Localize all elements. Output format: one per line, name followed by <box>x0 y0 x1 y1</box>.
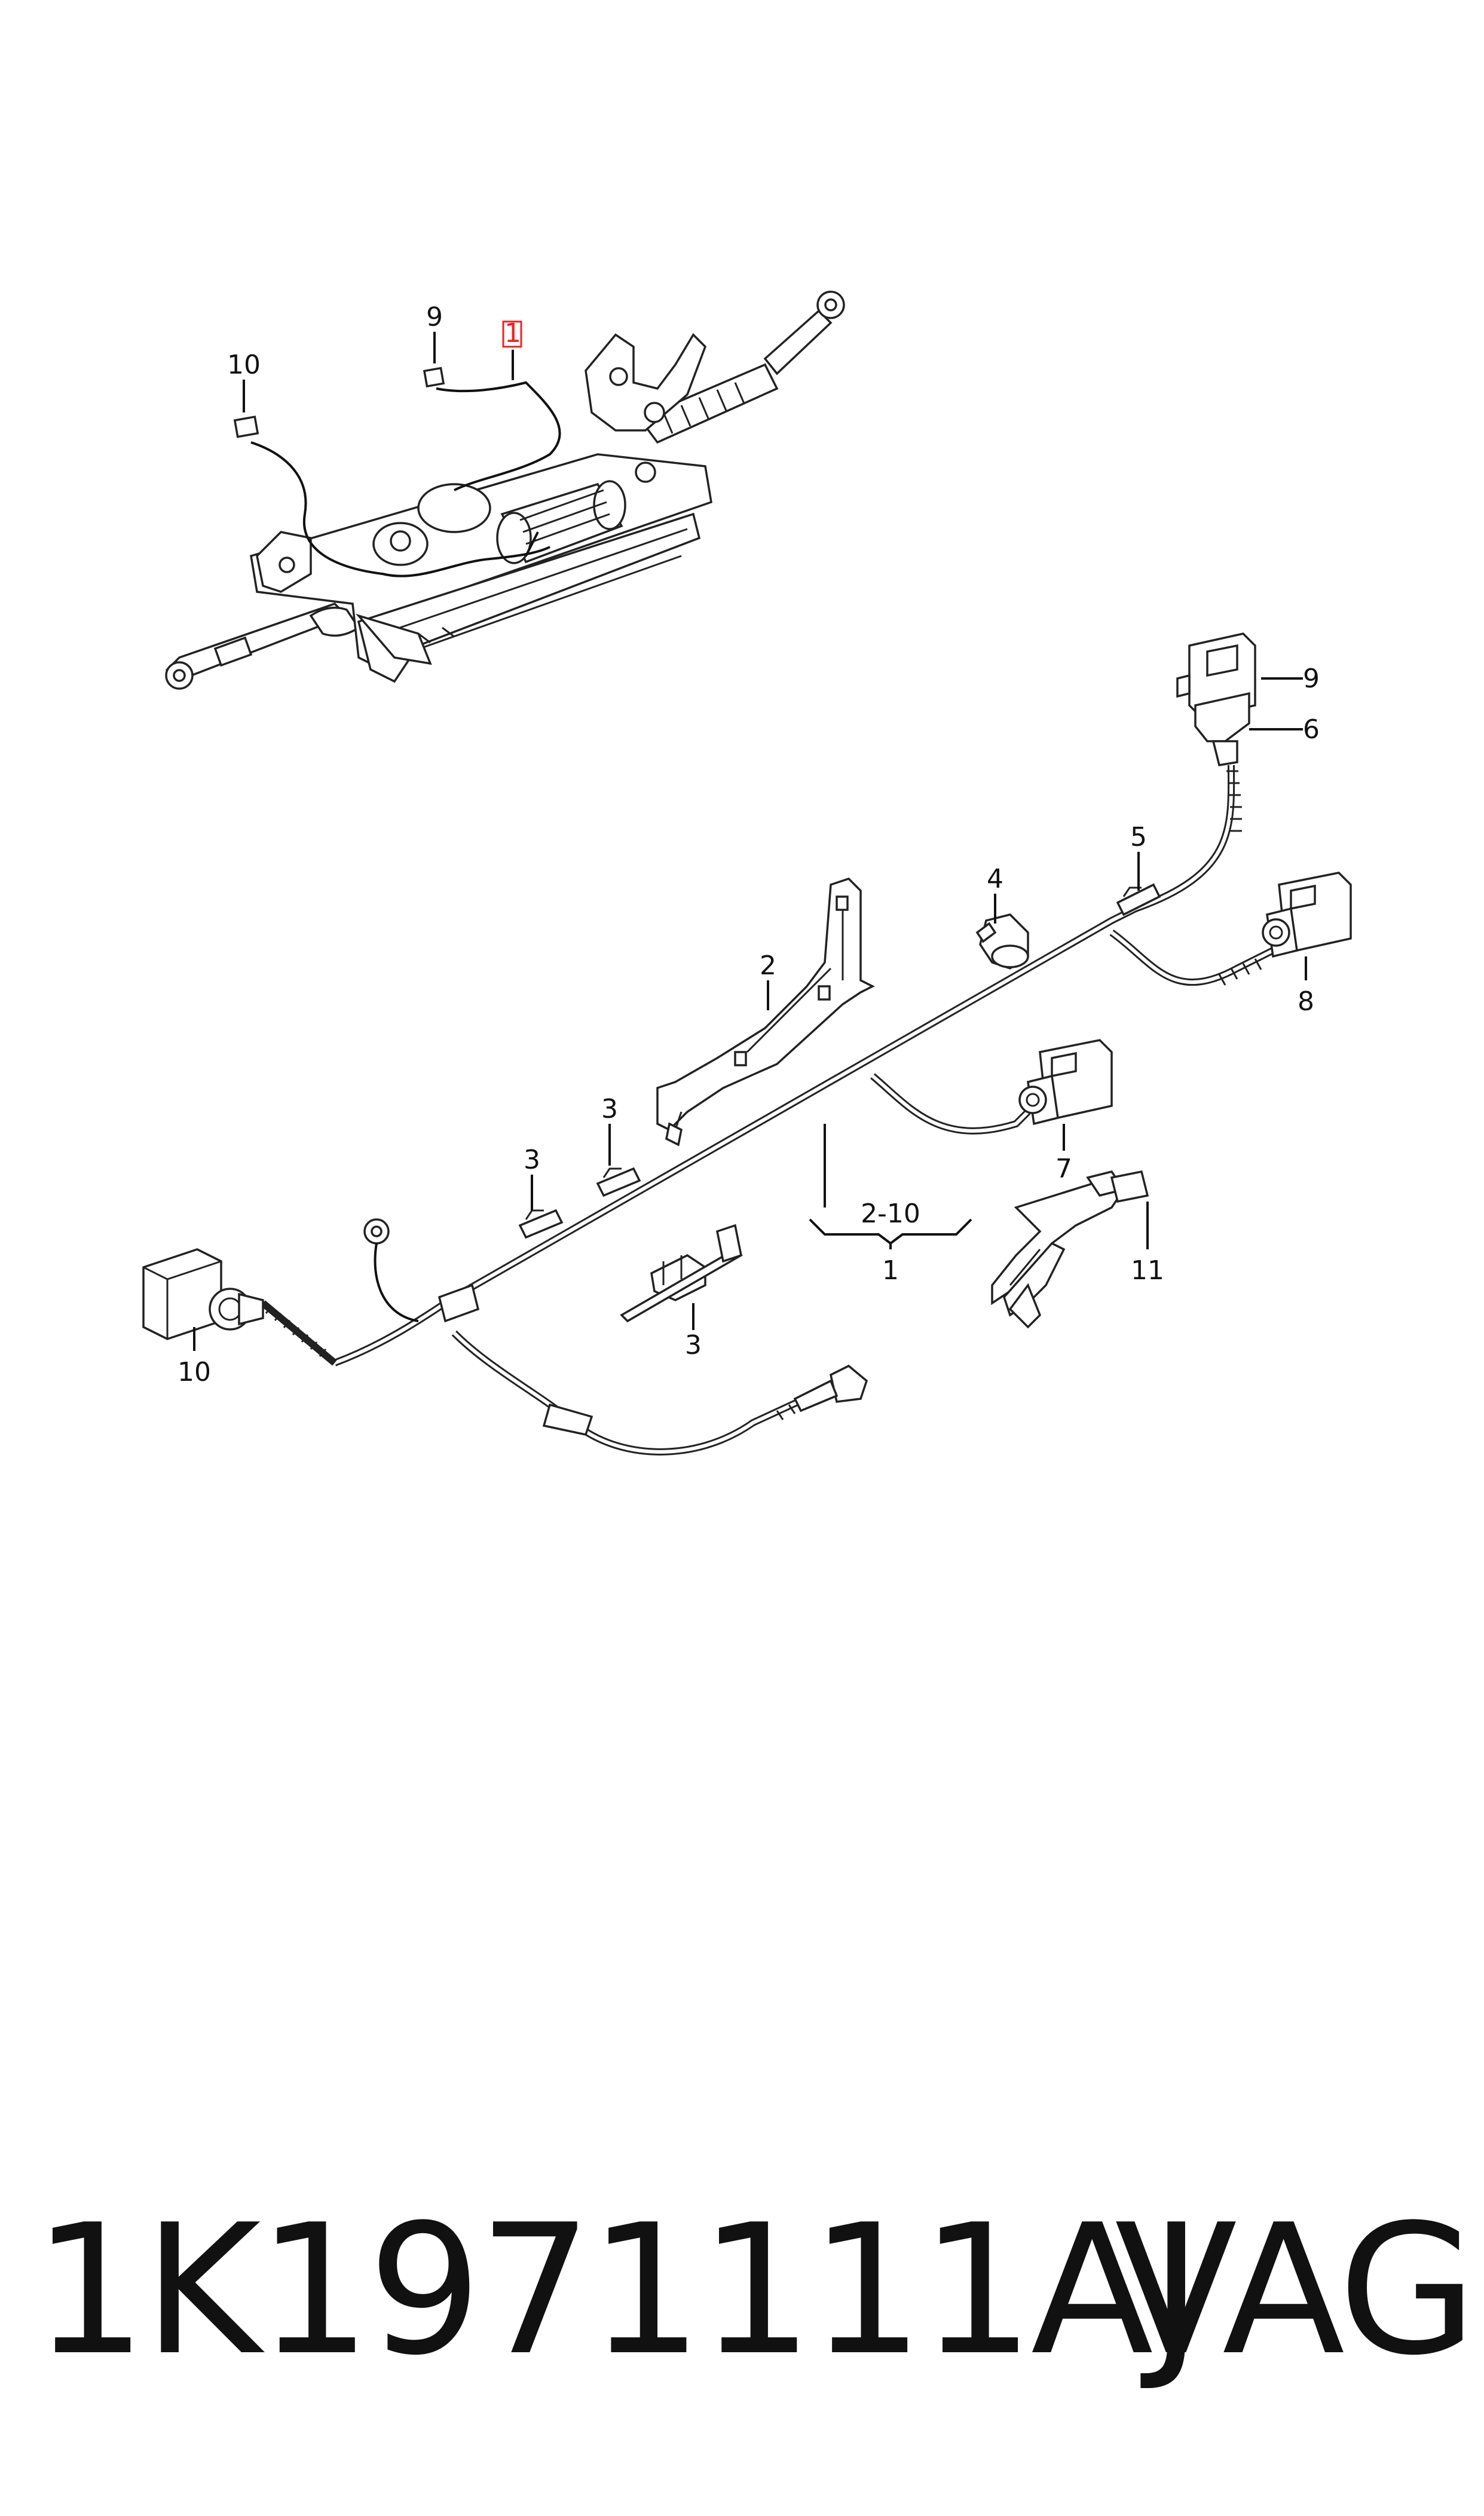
callout-10: 10 <box>178 1357 211 1387</box>
callout-11: 11 <box>1131 1255 1164 1286</box>
callout-top-9: 9 <box>426 302 443 332</box>
callout-9: 9 <box>1303 664 1320 694</box>
wiring-harness-illustration <box>142 632 1352 1456</box>
callout-3-clip-upper: 3 <box>601 1094 618 1124</box>
callout-top-10: 10 <box>227 350 261 380</box>
brand-name: VAG <box>1115 2186 1473 2395</box>
callout-2: 2 <box>760 950 776 981</box>
callout-range-2-10: 2-10 <box>861 1199 920 1229</box>
callout-7: 7 <box>1055 1154 1072 1184</box>
callout-3-clip-lower: 3 <box>524 1145 540 1175</box>
callout-3-cable-tie: 3 <box>685 1330 702 1361</box>
callout-5: 5 <box>1130 822 1147 852</box>
steering-rack-illustration <box>165 291 845 690</box>
callout-top-1: 1 <box>504 318 521 348</box>
callout-1: 1 <box>882 1255 899 1286</box>
callout-8: 8 <box>1298 986 1314 1017</box>
callout-6: 6 <box>1303 714 1320 745</box>
callout-4: 4 <box>987 864 1003 894</box>
part-number: 1K1971111AJ <box>33 2186 1199 2395</box>
callout-1-highlight <box>502 320 522 348</box>
